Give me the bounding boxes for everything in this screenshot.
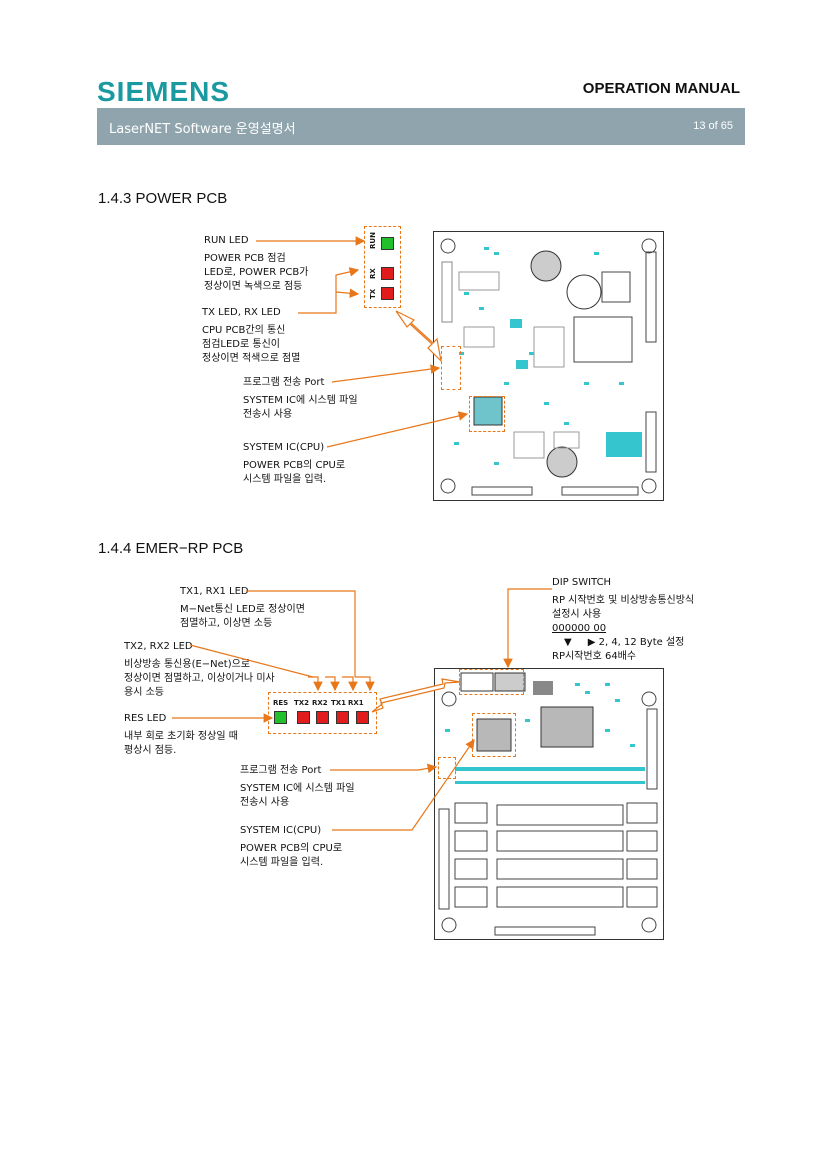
tx1-panel-label: TX1 xyxy=(331,699,347,707)
rx2-led xyxy=(316,711,329,724)
run-led-desc-1: POWER PCB 점검 xyxy=(204,253,286,264)
manual-title: OPERATION MANUAL xyxy=(582,80,740,97)
program-port-title-1: 프로그램 전송 Port xyxy=(243,377,325,388)
power-pcb-board xyxy=(433,231,664,501)
res-panel-label: RES xyxy=(273,699,289,707)
dip-switch-desc-4: ▼ ▶ 2, 4, 12 Byte 설정 xyxy=(552,636,694,650)
power-pcb-led-panel: RUN RX TX xyxy=(364,226,401,308)
page-number: 13 of 65 xyxy=(693,120,733,132)
txrx-led-title: TX LED, RX LED xyxy=(202,307,281,318)
program-port-label-1: 프로그램 전송 Port SYSTEM IC에 시스템 파일 전송시 사용 xyxy=(243,376,358,422)
emer-rp-led-panel: RES TX2 RX2 TX1 RX1 xyxy=(268,692,377,734)
rx-led xyxy=(381,267,394,280)
emer-rp-pcb-drawing xyxy=(438,672,658,936)
tx2rx2-led-title: TX2, RX2 LED xyxy=(124,641,193,652)
run-led-desc-3: 정상이면 녹색으로 점등 xyxy=(204,281,303,292)
tx2rx2-led-label: TX2, RX2 LED 비상방송 통신용(E−Net)으로 정상이면 점멸하고… xyxy=(124,640,275,700)
system-ic-title-1: SYSTEM IC(CPU) xyxy=(243,442,325,453)
tx1rx1-led-desc-1: M−Net통신 LED로 정상이면 xyxy=(180,604,305,615)
power-pcb-port-highlight xyxy=(441,346,461,390)
run-panel-label: RUN xyxy=(369,232,377,249)
dip-switch-desc-5: RP시작번호 64배수 xyxy=(552,651,637,662)
program-port-title-2: 프로그램 전송 Port xyxy=(240,765,322,776)
tx1rx1-led-label: TX1, RX1 LED M−Net통신 LED로 정상이면 점멸하고, 이상면… xyxy=(180,585,305,631)
dip-switch-code: 000000 00 xyxy=(552,623,607,634)
program-port-label-2: 프로그램 전송 Port SYSTEM IC에 시스템 파일 전송시 사용 xyxy=(240,764,355,810)
tx2rx2-led-desc-1: 비상방송 통신용(E−Net)으로 xyxy=(124,659,251,670)
run-led-label: RUN LED POWER PCB 점검 LED로, POWER PCB가 정상… xyxy=(204,234,308,294)
title-bar: LaserNET Software 운영설명서 13 of 65 xyxy=(97,108,745,145)
rx2-panel-label: RX2 xyxy=(312,699,328,707)
dip-switch-label: DIP SWITCH RP 시작번호 및 비상방송통신방식 설정시 사용 000… xyxy=(552,576,694,664)
power-pcb-ic-highlight xyxy=(469,396,505,432)
right-arrow-icon: ▶ xyxy=(587,637,596,648)
rx1-led xyxy=(356,711,369,724)
rx-panel-label: RX xyxy=(369,268,377,279)
system-ic-desc-2a: POWER PCB의 CPU로 xyxy=(240,843,343,854)
rx1-panel-label: RX1 xyxy=(348,699,364,707)
tx2rx2-led-desc-3: 용시 소등 xyxy=(124,687,164,698)
txrx-led-desc-3: 정상이면 적색으로 점멸 xyxy=(202,353,301,364)
txrx-led-desc-2: 점검LED로 통신이 xyxy=(202,339,280,350)
doc-title: LaserNET Software 운영설명서 xyxy=(109,122,296,137)
system-ic-title-2: SYSTEM IC(CPU) xyxy=(240,825,322,836)
tx1rx1-led-desc-2: 점멸하고, 이상면 소등 xyxy=(180,618,273,629)
tx2rx2-led-desc-2: 정상이면 점멸하고, 이상이거나 미사 xyxy=(124,673,275,684)
txrx-led-desc-1: CPU PCB간의 통신 xyxy=(202,325,286,336)
tx-led xyxy=(381,287,394,300)
tx2-panel-label: TX2 xyxy=(294,699,310,707)
res-led-title: RES LED xyxy=(124,713,167,724)
emer-rp-port-highlight xyxy=(438,757,456,779)
emer-rp-ic-highlight xyxy=(472,713,516,757)
tx-panel-label: TX xyxy=(369,288,377,299)
run-led xyxy=(381,237,394,250)
tx1-led xyxy=(336,711,349,724)
run-led-title: RUN LED xyxy=(204,235,249,246)
section-title-emer-rp-pcb: 1.4.4 EMER−RP PCB xyxy=(98,540,244,557)
system-ic-desc-2b: 시스템 파일을 입력. xyxy=(240,857,324,868)
res-led-desc-2: 평상시 점등. xyxy=(124,745,177,756)
dip-switch-highlight xyxy=(459,669,524,695)
res-led xyxy=(274,711,287,724)
system-ic-desc-1a: POWER PCB의 CPU로 xyxy=(243,460,346,471)
tx2-led xyxy=(297,711,310,724)
res-led-desc-1: 내부 회로 초기화 정상일 때 xyxy=(124,731,238,742)
siemens-logo: SIEMENS xyxy=(97,76,231,107)
dip-switch-byte-text: 2, 4, 12 Byte 설정 xyxy=(598,637,685,648)
program-port-desc-2b: 전송시 사용 xyxy=(240,797,290,808)
run-led-desc-2: LED로, POWER PCB가 xyxy=(204,267,309,278)
txrx-led-label: TX LED, RX LED CPU PCB간의 통신 점검LED로 통신이 정… xyxy=(202,306,300,366)
section-title-power-pcb: 1.4.3 POWER PCB xyxy=(98,190,228,207)
emer-rp-pcb-board xyxy=(434,668,664,940)
power-pcb-drawing xyxy=(440,238,657,496)
down-arrow-icon: ▼ xyxy=(564,637,572,648)
res-led-label: RES LED 내부 회로 초기화 정상일 때 평상시 점등. xyxy=(124,712,238,758)
system-ic-desc-1b: 시스템 파일을 입력. xyxy=(243,474,327,485)
dip-switch-title: DIP SWITCH xyxy=(552,577,612,588)
system-ic-label-2: SYSTEM IC(CPU) POWER PCB의 CPU로 시스템 파일을 입… xyxy=(240,824,342,870)
dip-switch-desc-1: RP 시작번호 및 비상방송통신방식 xyxy=(552,595,695,606)
program-port-desc-1b: 전송시 사용 xyxy=(243,409,293,420)
dip-switch-desc-2: 설정시 사용 xyxy=(552,609,602,620)
system-ic-label-1: SYSTEM IC(CPU) POWER PCB의 CPU로 시스템 파일을 입… xyxy=(243,441,345,487)
program-port-desc-2a: SYSTEM IC에 시스템 파일 xyxy=(240,783,355,794)
program-port-desc-1a: SYSTEM IC에 시스템 파일 xyxy=(243,395,358,406)
tx1rx1-led-title: TX1, RX1 LED xyxy=(180,586,249,597)
